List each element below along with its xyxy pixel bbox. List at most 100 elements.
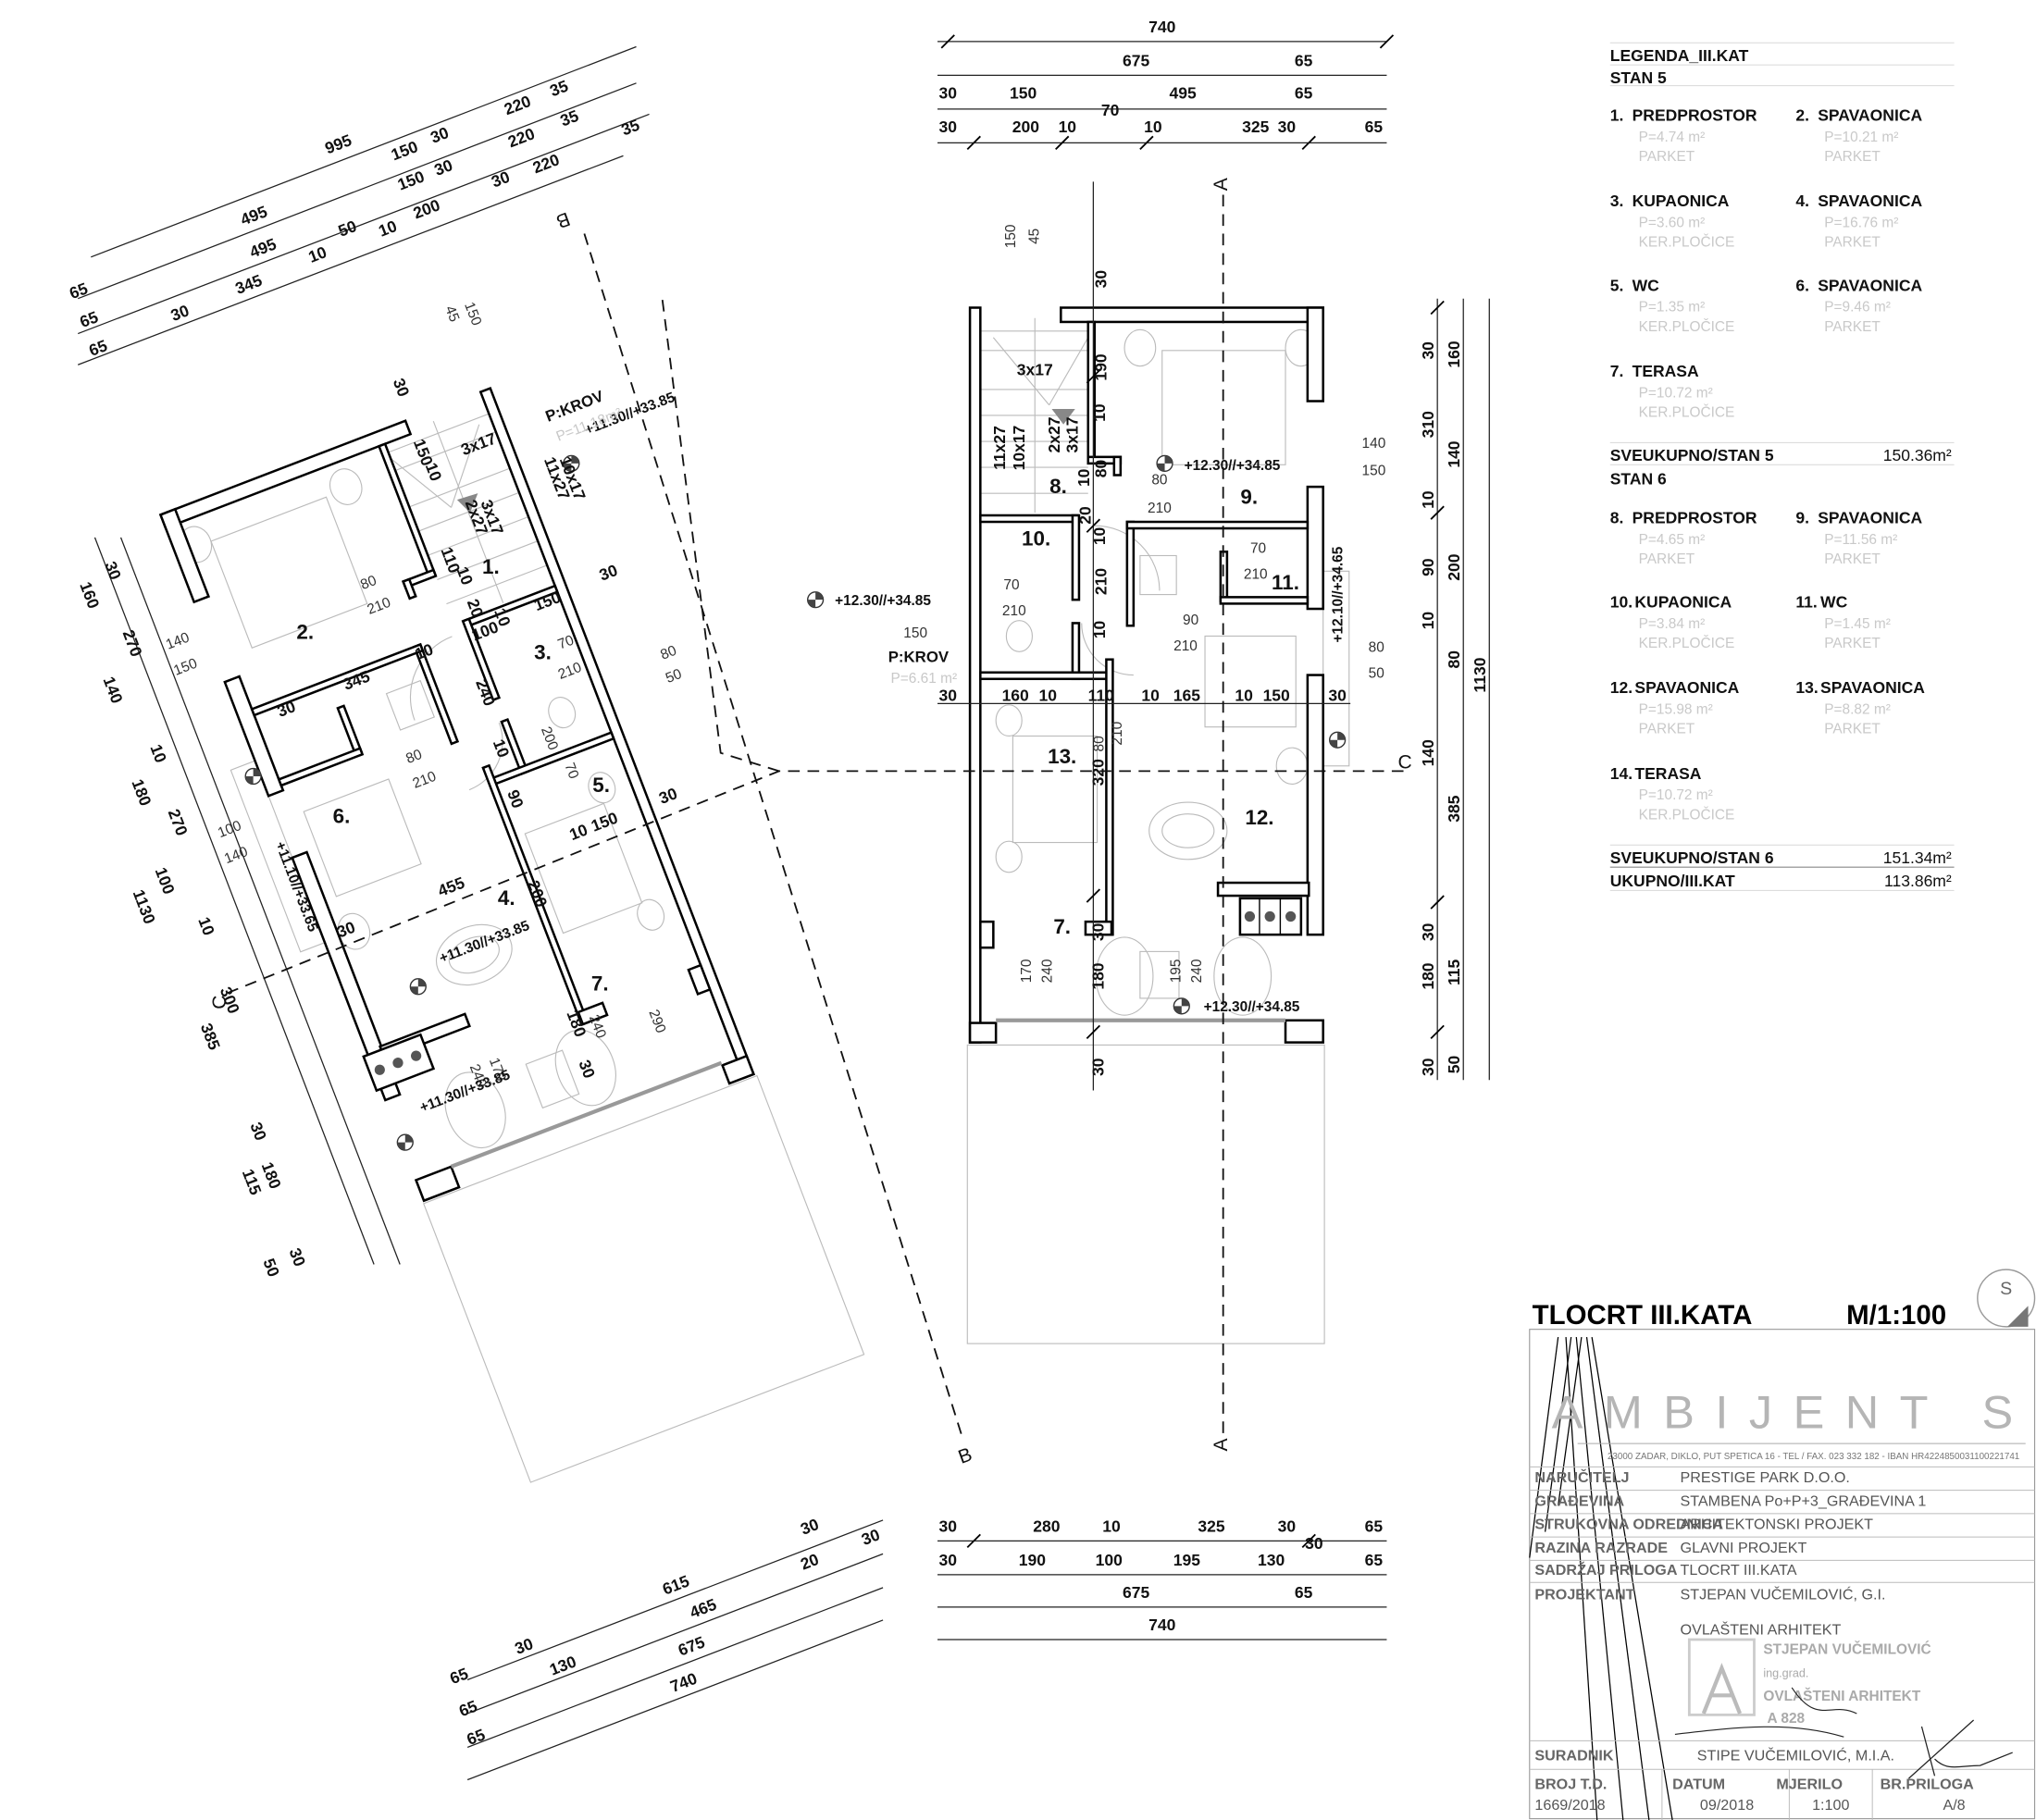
dimension-label: 325 [1242, 118, 1269, 136]
dimension-label: 140 [1419, 739, 1437, 766]
title-block: TLOCRT III.KATA M/1:100 S AMBIJENT SM d.… [1529, 1269, 2036, 1820]
stamp-title: OVLAŠTENI ARHITEKT [1763, 1688, 1921, 1704]
legend-room-number: 10. [1610, 593, 1633, 612]
section-marker: C [1397, 752, 1411, 774]
room-number: 1. [482, 555, 500, 578]
legend-room-name: TERASA [1634, 764, 1701, 783]
dimension-label: 30 [1419, 341, 1437, 360]
dimension-label: 10 [1141, 687, 1160, 705]
dimension-label: 150 [1010, 84, 1037, 103]
dimension-label: 200 [538, 724, 561, 752]
dimension-label: 65 [1295, 84, 1313, 103]
legend-room-number: 9. [1795, 508, 1809, 526]
legend-room-name: PREDPROSTOR [1633, 105, 1757, 124]
dimension-label: 65 [465, 1725, 489, 1749]
dimension-label: 30 [938, 84, 957, 103]
room-number: 11. [1272, 571, 1299, 594]
legend-room-area: P=10.72 m² [1639, 787, 1713, 803]
legend-title: LEGENDA_III.KAT [1610, 46, 1749, 65]
legend-room-area: P=1.45 m² [1824, 616, 1891, 632]
room-number: 13. [1048, 745, 1076, 768]
room-number: 4. [498, 886, 515, 910]
dimension-label: 65 [1365, 118, 1384, 136]
legend-room-number: 11. [1795, 593, 1817, 612]
dimension-label: 65 [1295, 1583, 1313, 1602]
dimension-label: 10 [305, 242, 329, 266]
dimension-label: 65 [67, 279, 91, 303]
footer-value: A/8 [1943, 1797, 1965, 1814]
legend-room-area: P=15.98 m² [1639, 702, 1713, 718]
dimension-label: 150 [389, 137, 421, 164]
dimension-label: 150 [589, 808, 621, 835]
dimension-label: 160 [1445, 340, 1463, 367]
dimension-label: 210 [411, 769, 439, 792]
dimension-label: 80 [358, 573, 379, 593]
footer-label: BROJ T.D. [1534, 1776, 1607, 1792]
legend-total-stan6-label: SVEUKUPNO/STAN 6 [1610, 848, 1774, 867]
dimension-label: 10 [1090, 620, 1109, 638]
room-number: 9. [1240, 485, 1258, 508]
legend-room-area: P=3.60 m² [1639, 216, 1706, 231]
legend-room-floor: PARKET [1824, 319, 1881, 335]
dimension-label: 455 [435, 873, 467, 900]
dimension-label: 50 [336, 217, 360, 241]
dimension-label: 675 [676, 1632, 708, 1659]
level-elevation: +12.30//+34.85 [1204, 999, 1300, 1015]
legend-room-area: P=11.56 m² [1824, 532, 1897, 548]
section-lines [227, 194, 1409, 1442]
dimension-label: 100 [216, 818, 243, 841]
dimension-label: 140 [100, 674, 127, 706]
dimension-label: 80 [658, 643, 678, 663]
dimension-label: 150 [1362, 463, 1386, 478]
dimension-label: 200 [1012, 118, 1039, 136]
legend-room-area: P=4.65 m² [1639, 532, 1706, 548]
title-row-label: NARUČITELJ [1534, 1468, 1629, 1486]
dimension-label: 20 [1076, 506, 1095, 525]
legend-room-floor: PARKET [1639, 722, 1695, 737]
legend: LEGENDA_III.KAT STAN 5 SVEUKUPNO/STAN 5 … [1610, 46, 1952, 890]
section-marker: B [553, 207, 573, 231]
signature-2 [1908, 1719, 2013, 1779]
stamp-degree: ing.grad. [1763, 1667, 1808, 1680]
stamp-name: STJEPAN VUČEMILOVIĆ [1763, 1640, 1930, 1657]
dimension-label: 35 [558, 106, 582, 130]
dimension-label: 3x17 [458, 429, 499, 460]
dimension-label: 10 [566, 820, 590, 844]
dimension-label: 345 [232, 271, 265, 298]
dimension-label: 30 [1278, 118, 1297, 136]
dimension-label: 160 [76, 579, 103, 612]
dimension-label: 10 [1059, 118, 1077, 136]
room-number: 6. [333, 804, 351, 827]
footer-label: DATUM [1672, 1776, 1725, 1792]
dimension-label: 30 [938, 1551, 957, 1569]
dimension-label: 220 [530, 150, 563, 177]
dimension-label: 140 [1445, 440, 1463, 467]
dimension-label: 240 [1039, 960, 1055, 984]
legend-room-area: P=4.74 m² [1639, 130, 1706, 145]
legend-room-floor: PARKET [1824, 636, 1881, 651]
dimension-label: 150 [903, 625, 927, 641]
company-address: 23000 ZADAR, DIKLO, PUT SPETICA 16 - TEL… [1608, 1452, 2019, 1462]
dimension-label: 30 [285, 1245, 309, 1269]
dimension-label: 70 [555, 632, 576, 652]
boiler-fixture-left [362, 1033, 436, 1093]
dimension-label: 30 [656, 784, 680, 808]
legend-room-name: SPAVAONICA [1634, 678, 1739, 697]
footer-value: 09/2018 [1700, 1797, 1754, 1814]
dimension-label: 70 [561, 761, 581, 781]
legend-room-floor: PARKET [1639, 149, 1695, 165]
dimension-label: 10 [376, 217, 400, 241]
drawing-scale: M/1:100 [1846, 1300, 1946, 1331]
dimension-label: 80 [1091, 459, 1110, 477]
dimension-label: 70 [1003, 577, 1019, 593]
title-row-label: PROJEKTANT [1534, 1586, 1634, 1603]
room-number: 12. [1245, 806, 1273, 829]
room-number: 5. [592, 774, 610, 797]
legend-room-number: 1. [1610, 105, 1624, 124]
dimension-label: 170 [1019, 960, 1035, 984]
roof-area: P=6.61 m² [891, 671, 958, 687]
dimension-label: 195 [1168, 960, 1184, 984]
dimension-label: 10 [412, 639, 436, 663]
legend-total-stan6: 151.34m² [1883, 848, 1952, 867]
